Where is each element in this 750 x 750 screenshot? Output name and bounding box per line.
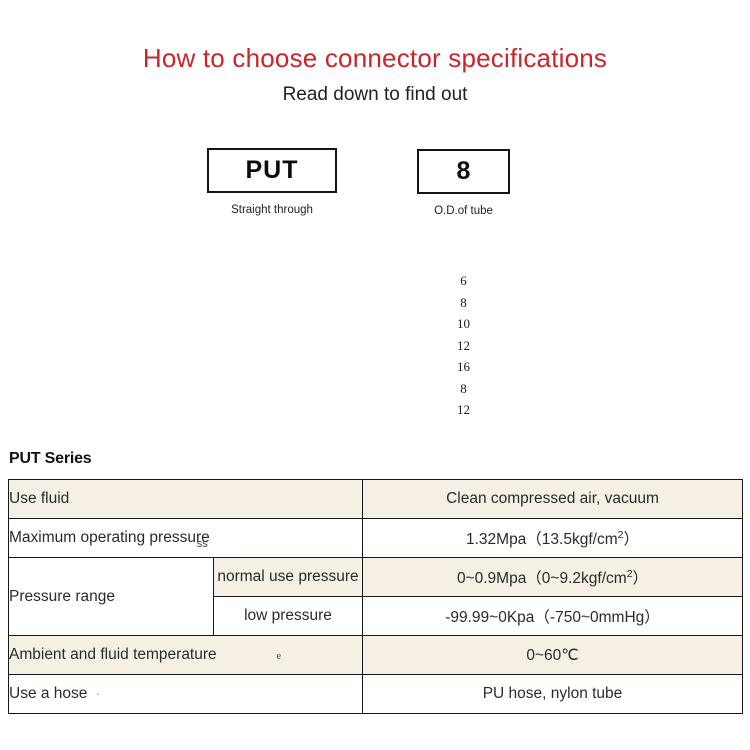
list-item[interactable]: 16 (457, 359, 470, 374)
spec-value-ambient-fluid-temperature: 0~60℃ (362, 635, 743, 675)
code-caption-tube-od: O.D.of tube (434, 205, 493, 218)
table-row: Use a hose PU hose, nylon tube (8, 674, 743, 714)
code-item-tube-od: 8 O.D.of tube (417, 149, 510, 218)
table-row: Ambient and fluid temperature e 0~60℃ (8, 635, 743, 675)
text-artifact: e (276, 651, 282, 662)
spec-label-use-fluid: Use fluid (8, 479, 363, 519)
spec-value-use-fluid: Clean compressed air, vacuum (362, 479, 743, 519)
spec-value-normal-use-pressure: 0~0.9Mpa（0~9.2kgf/cm2） (362, 557, 743, 597)
spec-label-text: Use a hose (9, 685, 88, 702)
spec-value-superscript: 2 (626, 567, 633, 580)
spec-value-text: 1.32Mpa（13.5kgf/cm (465, 531, 618, 548)
list-item[interactable]: 8 (460, 294, 467, 310)
code-box-tube-od[interactable]: 8 (417, 149, 510, 195)
spec-sublabel-low-pressure: low pressure (213, 596, 363, 636)
spec-label-text: Maximum operating pressure (9, 529, 210, 546)
list-item[interactable]: 12 (457, 402, 470, 417)
table-row: Use fluid Clean compressed air, vacuum (8, 479, 743, 519)
spec-value-tail: ） (623, 531, 639, 548)
spec-value-text: 0~0.9Mpa（0~9.2kgf/cm (456, 570, 627, 587)
spec-label-pressure-range: Pressure range (8, 557, 214, 636)
code-selector-row: PUT Straight through 8 O.D.of tube (0, 137, 750, 217)
series-heading: PUT Series (9, 450, 92, 467)
spec-value-low-pressure: -99.99~0Kpa（-750~0mmHg） (362, 596, 743, 636)
text-artifact (97, 692, 100, 695)
page-title: How to choose connector specifications (142, 43, 608, 73)
list-item[interactable]: 6 (460, 273, 467, 288)
list-item[interactable]: 8 (460, 380, 467, 396)
spec-sublabel-normal-use-pressure: normal use pressure (213, 557, 363, 597)
spec-value-tail: ） (632, 570, 649, 587)
spec-value-max-operating-pressure: 1.32Mpa（13.5kgf/cm2） (362, 518, 743, 558)
spec-value-superscript: 2 (617, 528, 624, 541)
spec-value-use-a-hose: PU hose, nylon tube (362, 674, 743, 714)
spec-label-ambient-fluid-temperature: Ambient and fluid temperature e (8, 635, 363, 675)
specification-table: Use fluid Clean compressed air, vacuum M… (8, 479, 743, 714)
page-header: How to choose connector specifications R… (0, 0, 750, 105)
list-item[interactable]: 10 (457, 316, 470, 331)
spec-label-use-a-hose: Use a hose (8, 674, 363, 714)
code-box-series[interactable]: PUT (207, 148, 337, 194)
code-item-series: PUT Straight through (207, 148, 337, 217)
code-caption-series: Straight through (231, 204, 313, 217)
table-row: Pressure range normal use pressure 0~0.9… (8, 557, 743, 636)
tube-size-list: 6 8 10 12 16 8 12 (417, 270, 510, 421)
list-item[interactable]: 12 (457, 337, 470, 353)
page-subtitle: Read down to find out (282, 83, 468, 105)
spec-label-text: Ambient and fluid temperature (9, 646, 217, 663)
